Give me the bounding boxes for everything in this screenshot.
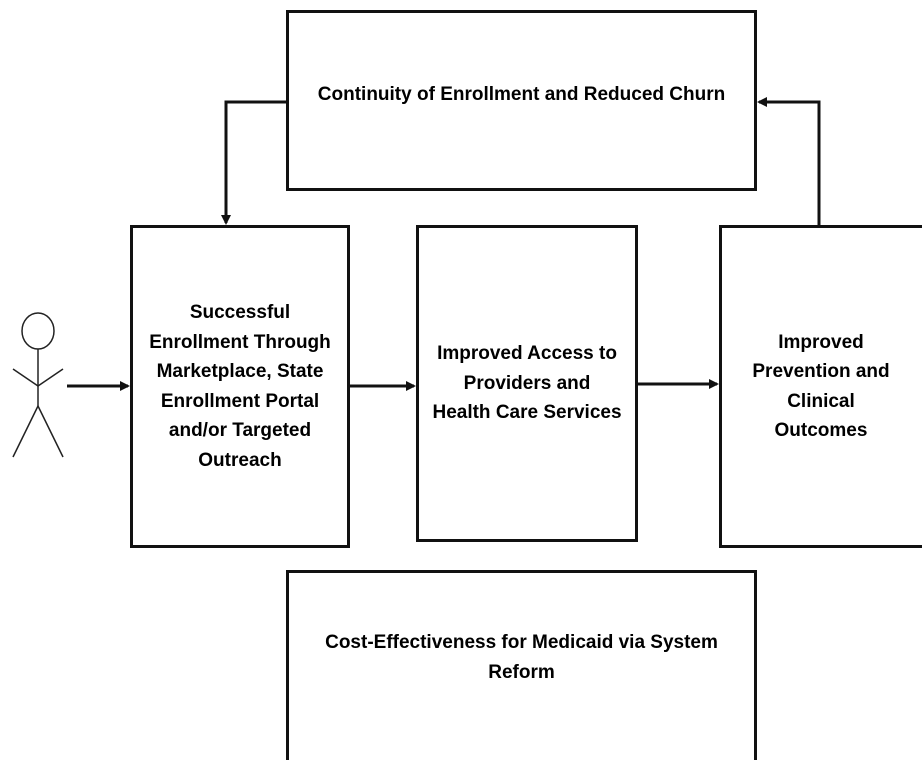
outcomes-box: Improved Prevention and Clinical Outcome… — [719, 225, 922, 548]
enrollment-box: Successful Enrollment Through Marketplac… — [130, 225, 350, 548]
continuity-label: Continuity of Enrollment and Reduced Chu… — [317, 83, 726, 105]
arrow-continuity-to-enrollment — [221, 100, 286, 225]
stick-figure-icon — [12, 312, 64, 458]
access-box: Improved Access to Providers and Health … — [416, 225, 638, 542]
enrollment-label: Successful Enrollment Through Marketplac… — [149, 302, 331, 471]
outcomes-label: Improved Prevention and Clinical Outcome… — [752, 331, 890, 442]
cost-label: Cost-Effectiveness for Medicaid via Syst… — [325, 632, 718, 683]
cost-box: Cost-Effectiveness for Medicaid via Syst… — [286, 570, 757, 760]
continuity-box: Continuity of Enrollment and Reduced Chu… — [286, 10, 757, 191]
access-label: Improved Access to Providers and Health … — [432, 343, 622, 424]
arrow-outcomes-to-continuity — [757, 97, 821, 225]
